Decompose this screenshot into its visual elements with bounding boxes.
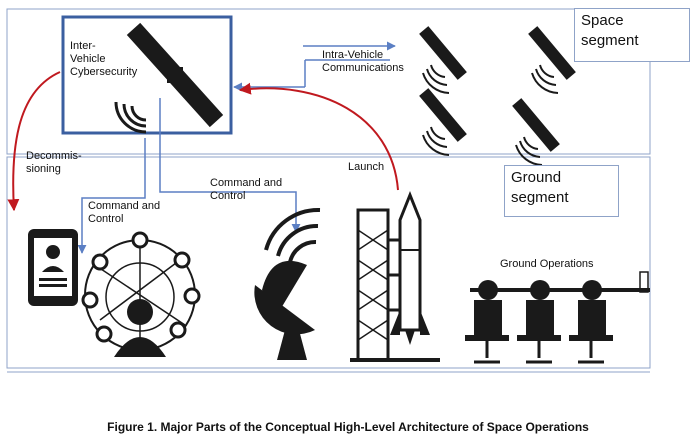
main-satellite-icon (126, 22, 224, 128)
inter-vehicle-label: Inter- Vehicle Cybersecurity (70, 40, 138, 78)
space-segment-frame (6, 8, 651, 155)
ground-segment-label: Ground segment (504, 165, 619, 217)
network-person-icon (81, 231, 201, 357)
decommissioning-arrow (7, 71, 61, 212)
space-segment-label: Space segment (574, 8, 690, 62)
launch-arrow (238, 82, 399, 191)
ground-operations-label: Ground Operations (500, 258, 594, 270)
ground-segment-frame (6, 156, 651, 369)
command-control-left-arrow (77, 138, 146, 254)
intra-vehicle-label: Intra-Vehicle Communications (322, 49, 404, 74)
launch-label: Launch (348, 161, 385, 173)
decommissioning-label: Decommis- sioning (26, 150, 82, 175)
main-satellite-signal-icon (114, 101, 147, 134)
command-control-left-label: Command and Control (88, 200, 161, 225)
ground-operations-icon (465, 271, 650, 364)
phone-icon (28, 229, 78, 306)
satellite-icon-2 (527, 25, 577, 94)
launch-tower-icon (350, 208, 440, 362)
rocket-icon (390, 190, 430, 345)
satellite-icon-4 (511, 97, 561, 166)
satellite-dish-icon (254, 207, 321, 360)
command-control-mid-label: Command and Control (210, 177, 283, 202)
command-control-mid-arrow (159, 98, 301, 233)
inter-vehicle-box (61, 15, 233, 135)
satellite-icon-3 (418, 87, 468, 156)
figure-caption: Figure 1. Major Parts of the Conceptual … (107, 420, 589, 434)
satellite-icon-1 (418, 25, 468, 94)
